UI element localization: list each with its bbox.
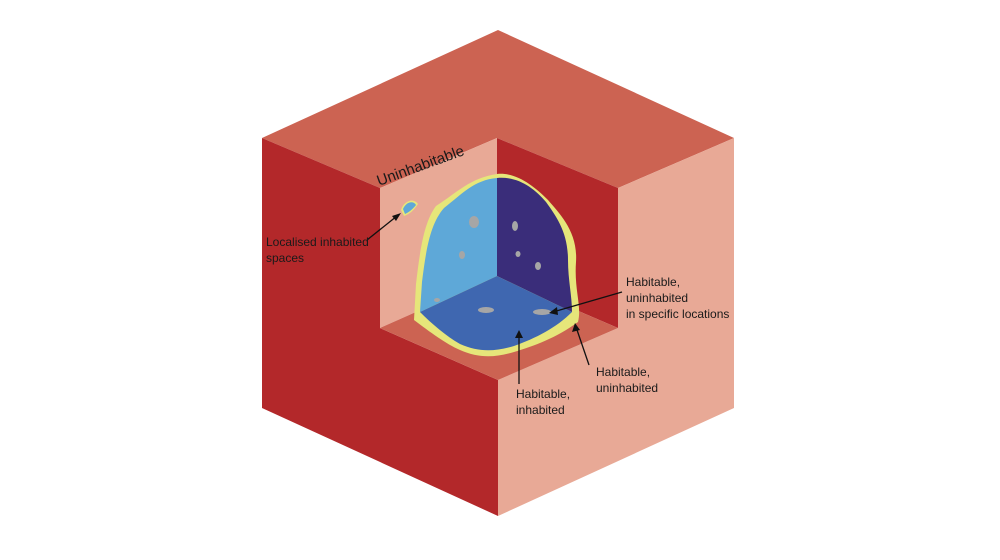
arrowhead [549, 307, 558, 315]
label-habitable-inhabited-2: inhabited [516, 403, 565, 417]
uninhabited-pockets [434, 216, 551, 315]
label-localised-inhabited: Localised inhabited [266, 235, 369, 249]
localised-inhabited-spot [401, 200, 418, 216]
label-habitable-uninhabited-2: uninhabited [596, 381, 658, 395]
pocket [533, 309, 551, 315]
arrowhead [572, 323, 580, 332]
cube-top-face [262, 30, 734, 188]
inhabited-floor-face [420, 276, 572, 351]
arrowhead [392, 213, 401, 221]
label-specific-1: Habitable, [626, 275, 680, 289]
label-habitable-inhabited-1: Habitable, [516, 387, 570, 401]
label-specific-3: in specific locations [626, 307, 729, 321]
arrowhead [515, 330, 523, 338]
pocket [469, 216, 479, 228]
pocket [459, 251, 465, 259]
pocket [535, 262, 541, 270]
annotation-arrows [366, 213, 623, 384]
arrow-specific-locations [552, 291, 623, 313]
pocket [478, 307, 494, 313]
inhabited-right-face [497, 177, 572, 312]
arrow-habitable-uninhabited [575, 326, 590, 366]
label-specific-2: uninhabited [626, 291, 688, 305]
spot-core [403, 202, 416, 214]
pocket [512, 221, 518, 231]
pocket [434, 298, 440, 302]
inhabited-left-face [420, 178, 497, 312]
label-habitable-uninhabited-1: Habitable, [596, 365, 650, 379]
arrow-localised [366, 215, 398, 241]
label-localised-spaces: spaces [266, 251, 304, 265]
pocket [515, 251, 521, 257]
cube-right-face [498, 138, 734, 516]
